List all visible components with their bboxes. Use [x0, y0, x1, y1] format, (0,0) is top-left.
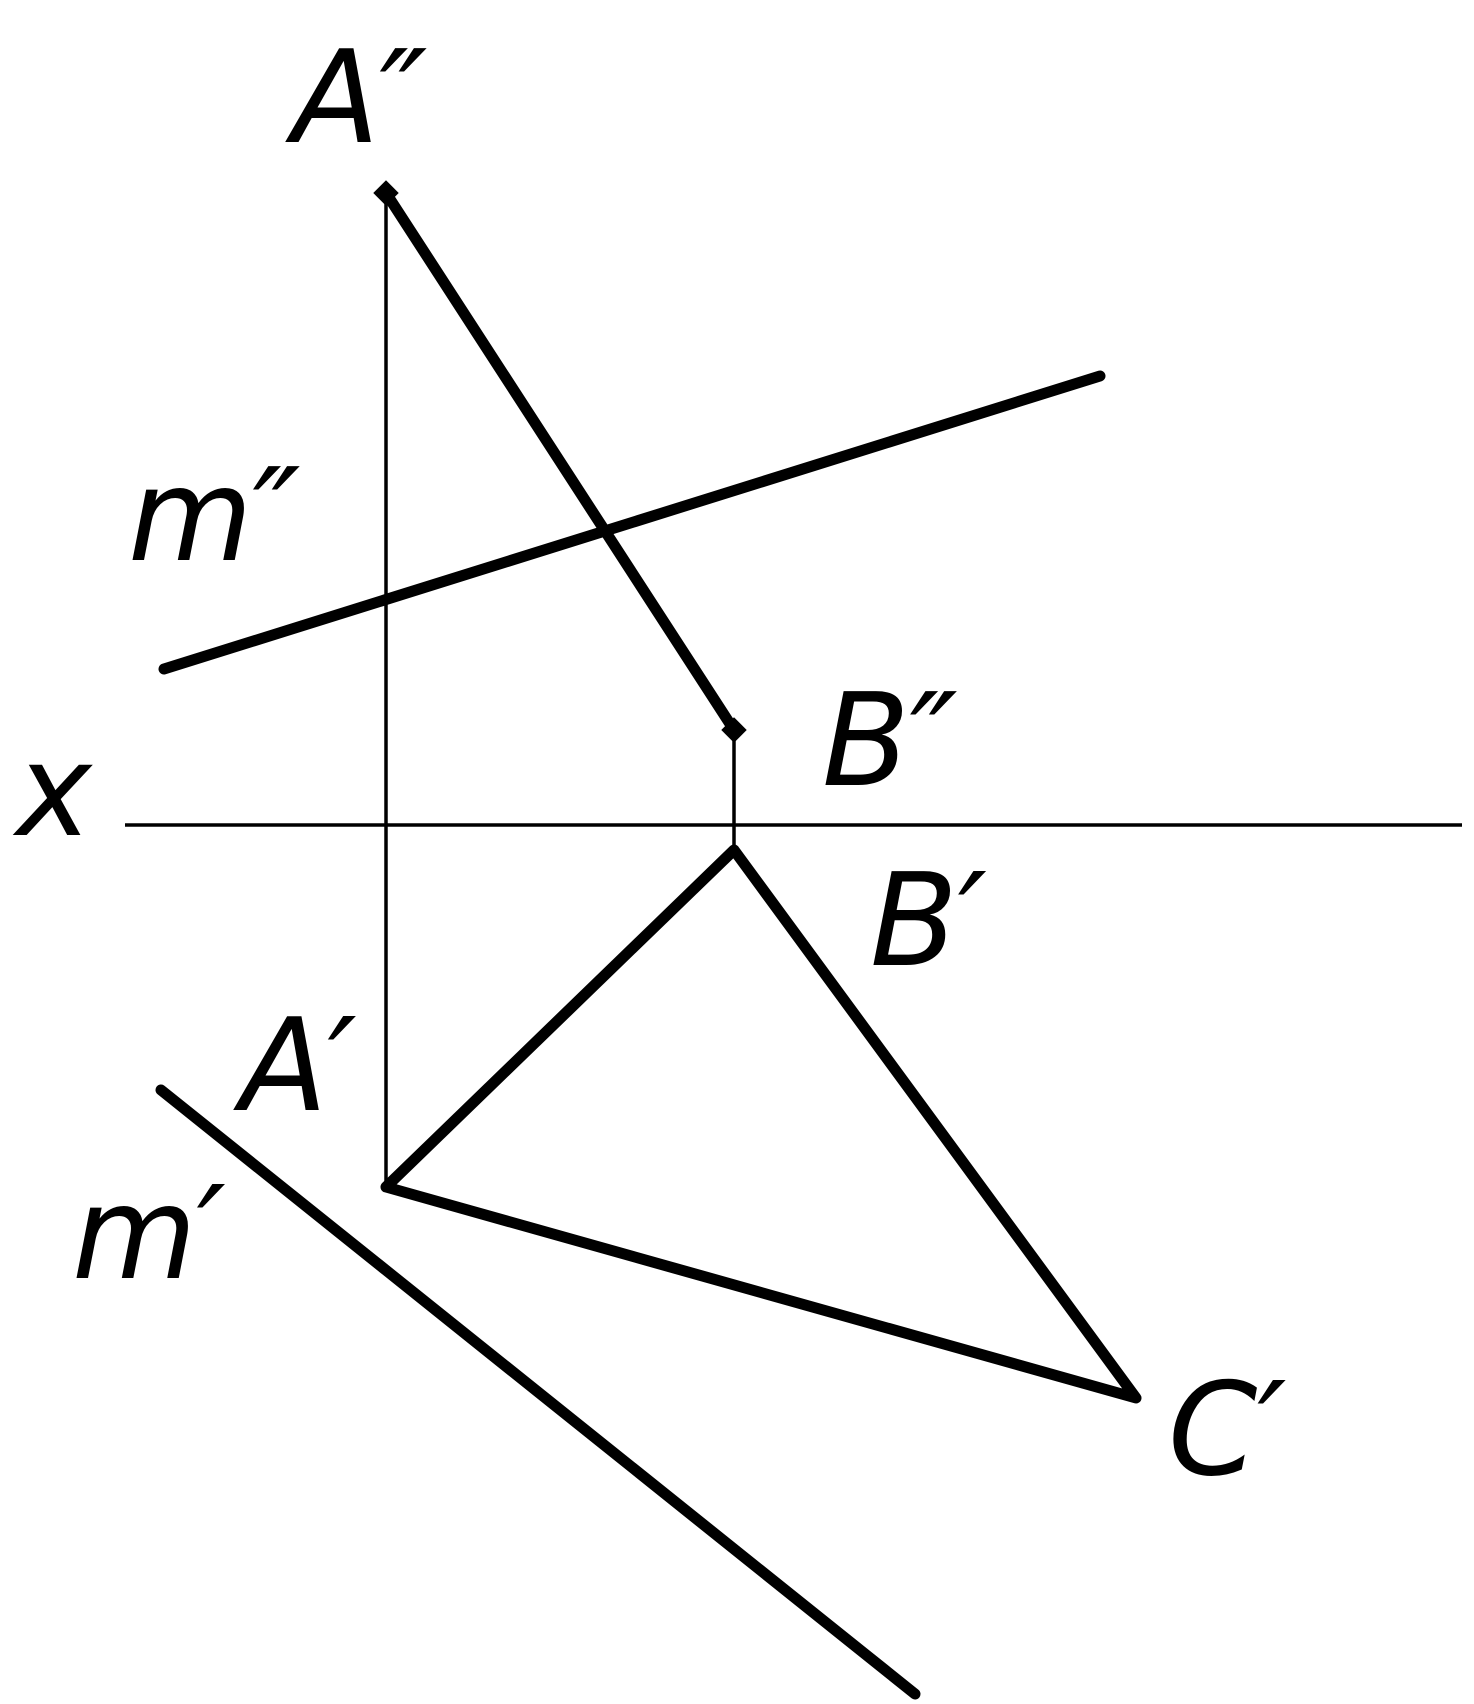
label-m-top: m′: [72, 1160, 226, 1309]
line-m-front-projection: [158, 370, 1106, 675]
label-m-front: m″: [128, 442, 301, 591]
label-a-top: A′: [233, 992, 357, 1141]
segment-ab-front-projection: [380, 187, 740, 736]
label-axis-x: x: [12, 717, 93, 866]
line-m-top-projection: [155, 1084, 921, 1700]
point-a-front-marker: [373, 180, 399, 206]
label-c-top: C′: [1168, 1356, 1286, 1505]
label-b-front: B″: [822, 667, 958, 816]
label-a-front: A″: [285, 24, 427, 173]
point-b-front-marker: [721, 717, 747, 743]
triangle-abc-top-projection: [380, 844, 1142, 1404]
label-b-top: B′: [870, 847, 987, 996]
